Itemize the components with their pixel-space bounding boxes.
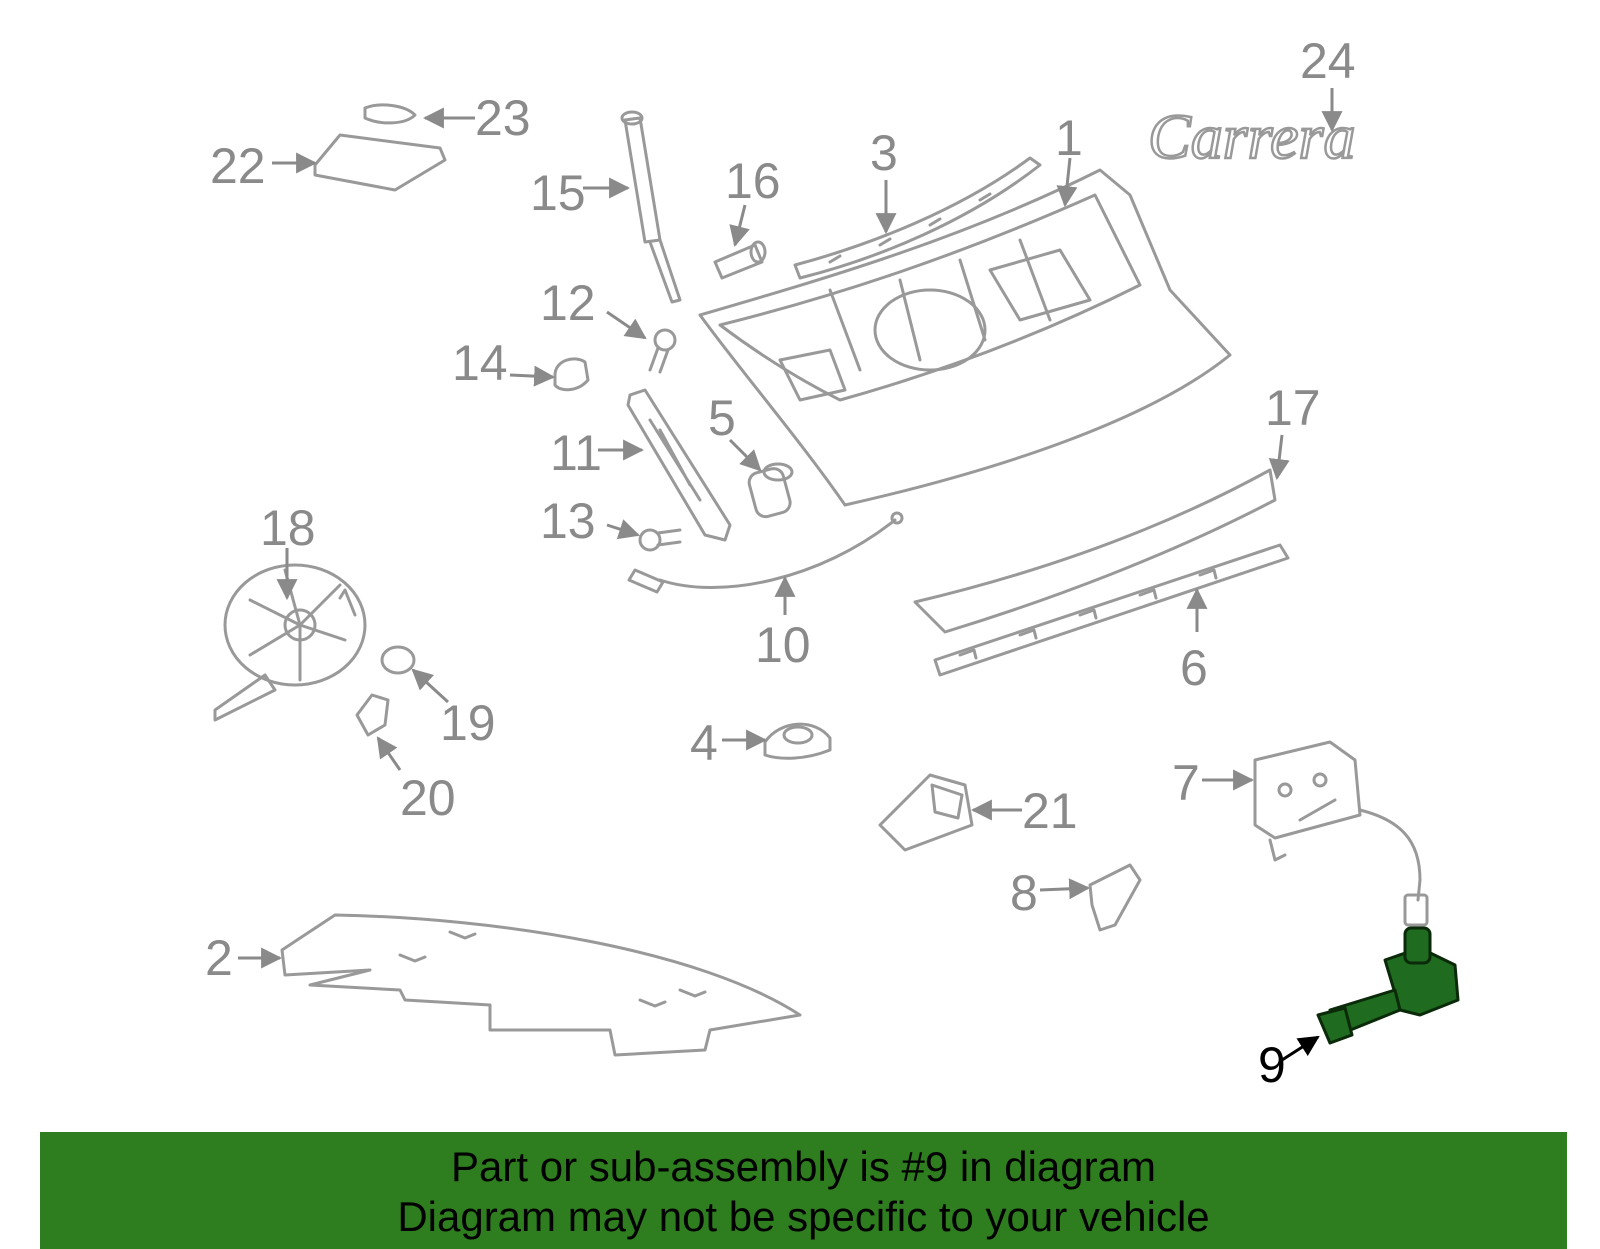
callout-12: 12 bbox=[540, 275, 596, 331]
part-2-insulation bbox=[280, 913, 802, 1057]
banner-line-2: Diagram may not be specific to your vehi… bbox=[397, 1193, 1210, 1240]
callout-17: 17 bbox=[1265, 380, 1321, 436]
part-24-emblem: Carrera bbox=[1147, 100, 1357, 174]
callout-20: 20 bbox=[400, 770, 456, 826]
callout-1: 1 bbox=[1055, 110, 1083, 166]
callout-5: 5 bbox=[708, 390, 736, 446]
callout-23: 23 bbox=[475, 90, 531, 146]
callout-18: 18 bbox=[260, 500, 316, 556]
part-21-housing bbox=[878, 773, 974, 852]
callout-24: 24 bbox=[1300, 33, 1356, 89]
callout-22: 22 bbox=[210, 138, 266, 194]
part-3-strip bbox=[793, 156, 1042, 280]
part-6-trim-strip bbox=[933, 543, 1290, 677]
part-12-bolt bbox=[648, 328, 677, 374]
callout-13: 13 bbox=[540, 493, 596, 549]
part-4-cap bbox=[763, 722, 832, 760]
callout-7: 7 bbox=[1172, 755, 1200, 811]
info-banner: Part or sub-assembly is #9 in diagram Di… bbox=[40, 1132, 1567, 1249]
part-15-strut bbox=[620, 110, 682, 304]
callout-19: 19 bbox=[440, 695, 496, 751]
part-20-cap bbox=[355, 693, 390, 737]
part-14-plug bbox=[553, 357, 590, 392]
part-13-bolt bbox=[638, 528, 682, 552]
part-7-latch bbox=[1253, 740, 1429, 927]
part-22-light-housing bbox=[313, 133, 447, 192]
callout-6: 6 bbox=[1180, 640, 1208, 696]
callout-14: 14 bbox=[452, 335, 508, 391]
part-10-cable bbox=[627, 511, 904, 594]
part-16-sensor bbox=[713, 240, 767, 280]
part-23-bulb bbox=[363, 103, 417, 125]
part-19-clip bbox=[380, 645, 416, 675]
part-11-hinge bbox=[626, 388, 732, 542]
emblem-text: Carrera bbox=[1148, 101, 1355, 172]
banner-line-1: Part or sub-assembly is #9 in diagram bbox=[451, 1143, 1156, 1190]
callout-arrows bbox=[238, 88, 1343, 1062]
callout-labels: 1 2 3 4 5 6 7 8 9 10 11 12 13 14 15 16 1… bbox=[205, 33, 1356, 1093]
part-18-fan bbox=[213, 563, 367, 722]
part-9-lock-actuator bbox=[1316, 926, 1460, 1045]
callout-4: 4 bbox=[690, 715, 718, 771]
part-5-bumper bbox=[747, 462, 794, 519]
callout-10: 10 bbox=[755, 617, 811, 673]
callout-16: 16 bbox=[725, 153, 781, 209]
part-8-bracket bbox=[1088, 863, 1142, 932]
callout-8: 8 bbox=[1010, 865, 1038, 921]
callout-2: 2 bbox=[205, 930, 233, 986]
callout-9: 9 bbox=[1258, 1037, 1286, 1093]
callout-3: 3 bbox=[870, 125, 898, 181]
part-17-trim-panel bbox=[913, 468, 1277, 634]
callout-15: 15 bbox=[530, 165, 586, 221]
callout-21: 21 bbox=[1022, 783, 1078, 839]
callout-11: 11 bbox=[550, 425, 602, 481]
part-1-rear-lid bbox=[698, 168, 1232, 507]
